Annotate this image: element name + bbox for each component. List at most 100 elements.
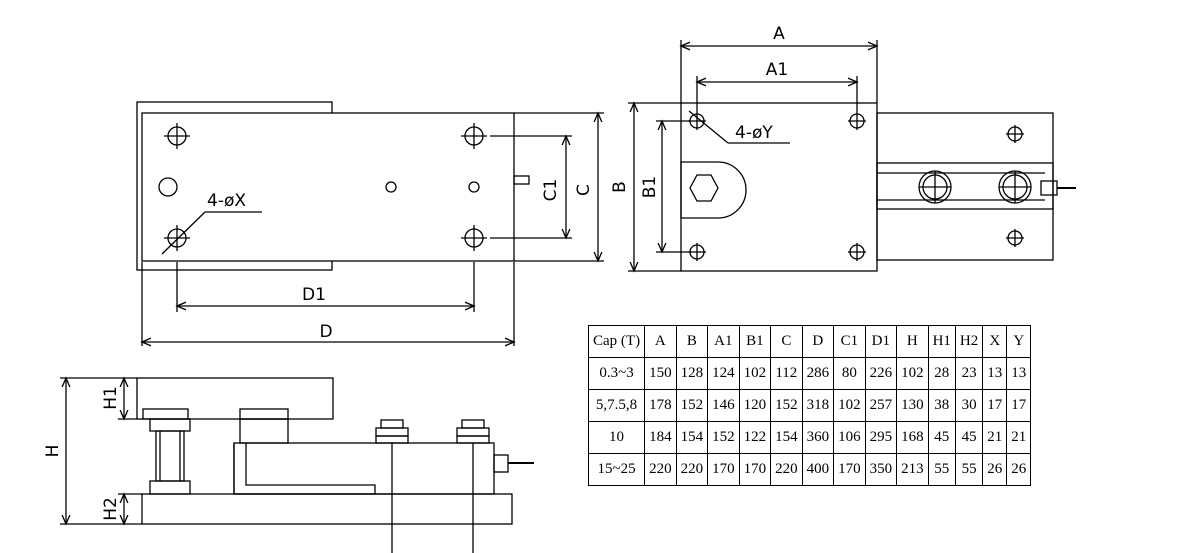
mount-hole (848, 112, 866, 130)
table-cell: 45 (954, 421, 984, 454)
label-b: B (610, 181, 630, 193)
table-cell: 0.3~3 (587, 357, 646, 390)
mount-hole (848, 243, 866, 261)
leader-line (688, 110, 729, 144)
header-cell: B1 (738, 325, 772, 358)
cable-gland (493, 454, 509, 473)
table-cell: 150 (644, 357, 677, 390)
table-cell: 13 (1006, 357, 1032, 390)
load-cell-beam (876, 162, 1054, 210)
table-row: 10 184 154 152 122 154 360 106 295 168 4… (587, 421, 1032, 454)
label-hole-y: 4-øY (735, 123, 773, 143)
table-cell: 154 (770, 421, 803, 454)
cable-stub (513, 175, 530, 185)
table-cell: 55 (954, 453, 984, 486)
label-h1: H1 (101, 386, 121, 410)
hex-nut (239, 418, 289, 444)
table-cell: 350 (864, 453, 898, 486)
table-cell: 220 (644, 453, 677, 486)
table-cell: 13 (982, 357, 1008, 390)
table-cell: 28 (927, 357, 956, 390)
label-hole-x: 4-øX (207, 191, 246, 211)
table-cell: 286 (801, 357, 835, 390)
table-cell: 102 (738, 357, 772, 390)
label-c1: C1 (541, 179, 561, 202)
table-cell: 152 (675, 389, 709, 422)
leader-line (161, 211, 206, 255)
table-cell: 38 (927, 389, 956, 422)
table-cell: 17 (1006, 389, 1032, 422)
table-cell: 128 (675, 357, 709, 390)
table-cell: 102 (833, 389, 866, 422)
cell-bolt (456, 419, 490, 444)
cable-gland (1040, 180, 1058, 196)
table-cell: 170 (738, 453, 772, 486)
base-plate-side (141, 493, 513, 525)
table-cell: 106 (833, 421, 866, 454)
table-cell: 168 (896, 421, 929, 454)
table-cell: 184 (644, 421, 677, 454)
label-b1: B1 (640, 176, 660, 198)
table-cell: 21 (982, 421, 1008, 454)
table-cell: 26 (982, 453, 1008, 486)
table-cell: 112 (770, 357, 803, 390)
table-cell: 400 (801, 453, 835, 486)
cell-bolt (375, 419, 409, 444)
label-d1: D1 (302, 285, 326, 305)
table-cell: 21 (1006, 421, 1032, 454)
hex-bolt (689, 174, 719, 202)
table-row: 0.3~3 150 128 124 102 112 286 80 226 102… (587, 357, 1032, 390)
table-cell: 318 (801, 389, 835, 422)
header-cell: C (770, 325, 803, 358)
table-cell: 124 (707, 357, 740, 390)
table-cell: 80 (833, 357, 866, 390)
table-cell: 15~25 (587, 453, 646, 486)
table-header-row: Cap (T) A B A1 B1 C D C1 D1 H H1 H2 X Y (587, 325, 1032, 358)
label-h2: H2 (101, 497, 121, 521)
header-cell: H2 (954, 325, 984, 358)
table-cell: 213 (896, 453, 929, 486)
header-cell: Cap (T) (587, 325, 646, 358)
table-cell: 220 (770, 453, 803, 486)
small-hole (385, 181, 397, 193)
nut (149, 480, 191, 495)
mount-hole (164, 225, 190, 251)
table-cell: 178 (644, 389, 677, 422)
table-row: 15~25 220 220 170 170 220 400 170 350 21… (587, 453, 1032, 486)
table-cell: 360 (801, 421, 835, 454)
table-cell: 120 (738, 389, 772, 422)
table-cell: 154 (675, 421, 709, 454)
header-cell: C1 (833, 325, 866, 358)
center-hole (158, 177, 178, 197)
table-cell: 17 (982, 389, 1008, 422)
table-cell: 295 (864, 421, 898, 454)
load-cell-body (233, 442, 495, 495)
table-cell: 30 (954, 389, 984, 422)
mount-hole (461, 225, 487, 251)
table-cell: 102 (896, 357, 929, 390)
plan-view (628, 40, 1076, 271)
table-row: 5,7.5,8 178 152 146 120 152 318 102 257 … (587, 389, 1032, 422)
label-a: A (773, 24, 785, 44)
header-cell: Y (1006, 325, 1032, 358)
header-cell: X (982, 325, 1008, 358)
mount-hole (164, 123, 190, 149)
mount-hole (688, 112, 706, 130)
table-cell: 152 (707, 421, 740, 454)
header-cell: A1 (707, 325, 740, 358)
top-plate-outline (141, 112, 515, 262)
side-view (60, 378, 534, 553)
header-cell: A (644, 325, 677, 358)
table-cell: 122 (738, 421, 772, 454)
label-d: D (319, 322, 332, 342)
table-cell: 5,7.5,8 (587, 389, 646, 422)
label-a1: A1 (766, 60, 788, 80)
beam-bolt (918, 170, 952, 204)
table-cell: 257 (864, 389, 898, 422)
label-c: C (574, 184, 594, 196)
mount-hole (1006, 125, 1024, 143)
table-cell: 152 (770, 389, 803, 422)
top-plate-side (136, 377, 334, 420)
header-cell: B (675, 325, 709, 358)
label-h: H (43, 445, 63, 458)
